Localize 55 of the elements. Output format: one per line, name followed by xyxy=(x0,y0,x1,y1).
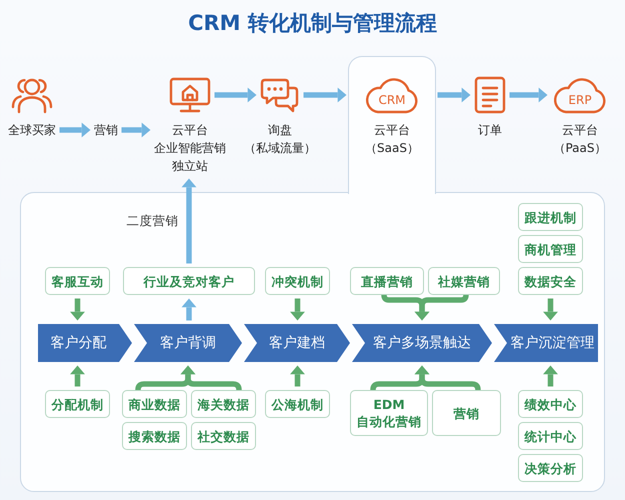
arrow xyxy=(70,366,85,386)
arrow xyxy=(543,366,558,386)
arrow xyxy=(182,178,196,264)
feature-item: 行业及竞对客户 xyxy=(123,267,255,295)
feature-item: 营销 xyxy=(432,390,501,436)
arrow xyxy=(290,298,305,320)
feature-item: 跟进机制 xyxy=(518,203,583,231)
arrow xyxy=(60,122,90,138)
node-label: （私域流量） xyxy=(244,140,316,157)
arrow xyxy=(414,292,469,320)
feature-item: 客服互动 xyxy=(45,267,110,295)
feature-item: 搜索数据 xyxy=(122,422,187,450)
process-step: 客户沉淀管理 xyxy=(494,324,598,362)
feature-item: EDM 自动化营销 xyxy=(350,390,428,436)
feature-item: 社媒营销 xyxy=(428,267,500,295)
node-label: 营销 xyxy=(94,122,118,139)
feature-item: 社交数据 xyxy=(191,422,256,450)
platform-panel xyxy=(348,56,436,194)
feature-item: 商机管理 xyxy=(518,235,583,263)
feature-item: 分配机制 xyxy=(45,390,110,418)
process-step: 客户多场景触达 xyxy=(352,324,492,362)
node-label: （SaaS） xyxy=(365,140,419,156)
arrow xyxy=(438,88,470,102)
arrow xyxy=(543,298,558,320)
process-step: 客户分配 xyxy=(38,324,132,362)
arrow xyxy=(290,366,305,386)
node-label: 全球买家 xyxy=(8,122,56,139)
node-label: 订单 xyxy=(478,122,502,139)
feature-item: 数据安全 xyxy=(518,267,583,295)
feature-item: 直播营销 xyxy=(350,267,424,295)
node-label: 云平台 xyxy=(374,122,410,138)
feature-item: 统计中心 xyxy=(518,422,583,450)
node-label: （PaaS） xyxy=(553,140,607,157)
system-name: CRM xyxy=(378,92,406,106)
node-label: 企业智能营销 xyxy=(154,140,226,157)
node-label: 询盘 xyxy=(268,122,292,139)
node-label: 独立站 xyxy=(172,158,208,175)
feature-item: 商业数据 xyxy=(122,390,187,418)
arrow xyxy=(510,88,548,102)
node-label: 云平台 xyxy=(562,122,598,139)
feature-item: 公海机制 xyxy=(265,390,330,418)
arrow xyxy=(414,366,481,393)
title: CRM 转化机制与管理流程 xyxy=(188,10,437,37)
feature-item: 冲突机制 xyxy=(265,267,330,295)
feature-item: 海关数据 xyxy=(191,390,256,418)
arrow xyxy=(70,298,85,320)
arrow xyxy=(122,122,150,138)
arrow xyxy=(182,298,196,320)
feature-item: 绩效中心 xyxy=(518,390,583,418)
system-name: ERP xyxy=(568,93,592,107)
arrow xyxy=(180,366,242,393)
node-label: 云平台 xyxy=(172,122,208,139)
arrow xyxy=(304,88,346,102)
arrow xyxy=(214,88,256,102)
feature-item: 决策分析 xyxy=(518,454,583,482)
